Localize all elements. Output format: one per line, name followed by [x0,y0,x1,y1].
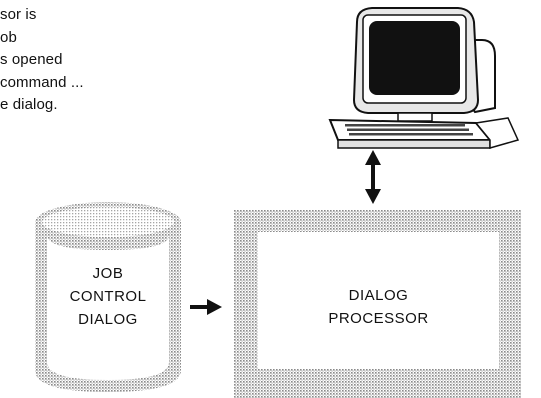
caption-text: sor is ob s opened command ... e dialog. [0,4,210,117]
processor-label-line: DIALOG [348,287,409,304]
database-label-line: CONTROL [69,288,147,305]
dialog-processor-box [234,210,521,398]
terminal-processor-arrow [365,150,381,204]
caption-line: s opened [0,51,63,68]
database-label: JOB CONTROL DIALOG [48,262,168,331]
computer-terminal-icon [328,7,520,149]
caption-line: sor is [0,6,37,23]
caption-line: e dialog. [0,96,58,113]
database-label-line: DIALOG [78,311,138,328]
database-label-line: JOB [92,265,124,282]
caption-line: command ... [0,73,84,91]
database-processor-arrow [190,299,222,315]
processor-label-line: PROCESSOR [328,310,429,327]
caption-line: ob [0,28,17,46]
processor-label: DIALOG PROCESSOR [258,284,499,330]
job-control-dialog-database [35,202,181,392]
